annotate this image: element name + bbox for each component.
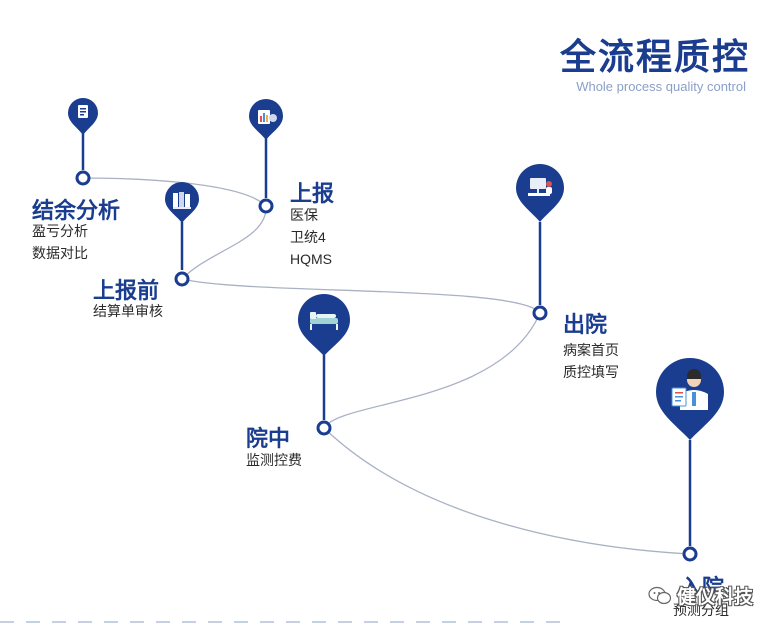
page-title: 全流程质控 <box>559 36 750 77</box>
ring-inhospital <box>316 420 332 436</box>
node-desc-line: 数据对比 <box>32 245 88 261</box>
computer-desk-icon <box>528 178 552 196</box>
node-desc-line: 监测控费 <box>246 452 302 468</box>
watermark-text: 健仪科技 <box>677 587 754 608</box>
audit-books-icon <box>173 192 191 209</box>
node-desc-discharge: 病案首页 质控填写 <box>563 339 619 383</box>
node-title-prereport: 上报前 <box>93 278 160 303</box>
node-desc-line: HQMS <box>290 251 332 267</box>
node-desc-inhospital: 监测控费 <box>246 449 302 471</box>
node-title-report: 上报 <box>290 181 335 206</box>
pin-discharge <box>516 164 564 222</box>
node-title-discharge: 出院 <box>563 312 608 337</box>
flow-path-discharge-to-prereport <box>181 278 541 314</box>
node-desc-analysis: 盈亏分析 数据对比 <box>32 220 88 264</box>
ring-analysis <box>75 170 91 186</box>
doctor-icon <box>671 368 708 410</box>
pin-inhospital <box>298 294 350 356</box>
node-title-analysis: 结余分析 <box>32 198 121 223</box>
report-chart-icon <box>258 110 277 124</box>
node-rings <box>75 170 698 562</box>
document-icon <box>78 105 88 118</box>
flow-path-admission-to-inhospital <box>323 427 691 555</box>
node-desc-line: 结算单审核 <box>93 303 163 319</box>
ring-report <box>258 198 274 214</box>
node-desc-line: 质控填写 <box>563 364 619 380</box>
pin-admission <box>656 358 724 440</box>
node-desc-line: 预测分组 <box>673 602 729 618</box>
pin-prereport <box>165 182 199 223</box>
flow-path-inhospital-to-discharge <box>323 312 541 429</box>
node-desc-prereport: 结算单审核 <box>93 300 163 322</box>
ring-discharge <box>532 305 548 321</box>
ring-admission <box>682 546 698 562</box>
node-desc-line: 医保 <box>290 207 318 223</box>
page-subtitle: Whole process quality control <box>576 79 746 94</box>
bottom-fade-line <box>0 621 560 623</box>
node-title-admission: 入院 <box>680 575 725 600</box>
node-desc-line: 盈亏分析 <box>32 223 88 239</box>
wechat-icon <box>648 586 672 605</box>
hospital-bed-icon <box>310 312 338 330</box>
ring-prereport <box>174 271 190 287</box>
flow-path-prereport-to-report <box>181 205 267 280</box>
node-desc-line: 病案首页 <box>563 342 619 358</box>
pin-report <box>249 99 283 140</box>
node-desc-admission: 预测分组 <box>673 599 729 621</box>
node-title-inhospital: 院中 <box>246 426 291 451</box>
pin-analysis <box>68 98 98 135</box>
node-desc-report: 医保 卫统4 HQMS <box>290 204 332 270</box>
node-desc-line: 卫统4 <box>290 229 326 245</box>
flow-path-report-to-analysis <box>82 177 267 207</box>
